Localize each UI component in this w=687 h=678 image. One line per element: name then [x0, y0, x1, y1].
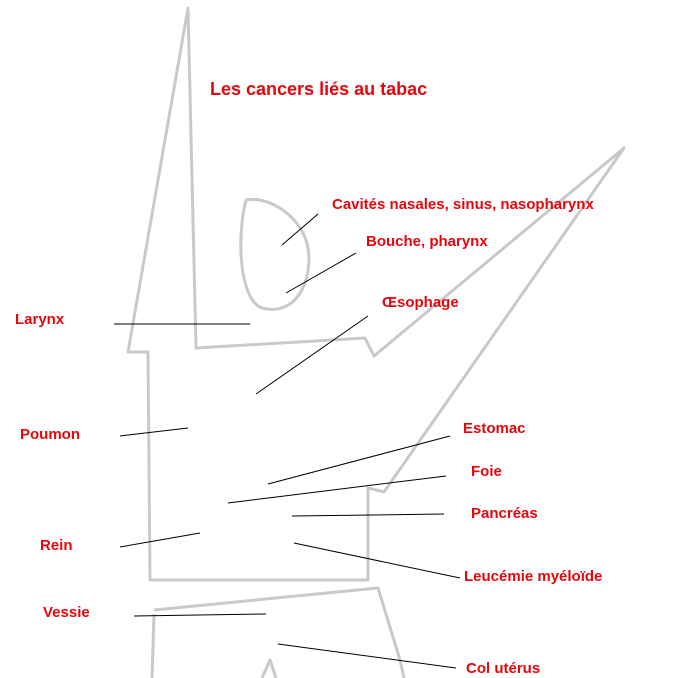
- leader-mouth: [286, 253, 356, 293]
- leader-leukemia: [294, 543, 460, 578]
- label-liver: Foie: [471, 463, 502, 481]
- label-esophagus: Œsophage: [382, 294, 459, 312]
- lower-body-outline: [154, 588, 404, 678]
- leader-esophagus: [256, 316, 368, 394]
- leader-lung: [120, 428, 188, 436]
- leader-liver: [228, 476, 446, 503]
- label-lung: Poumon: [20, 426, 80, 444]
- label-mouth-pharynx: Bouche, pharynx: [366, 233, 488, 251]
- label-leukemia: Leucémie myéloïde: [464, 568, 602, 586]
- leader-kidney: [120, 533, 200, 547]
- label-kidney: Rein: [40, 537, 73, 555]
- label-stomach: Estomac: [463, 420, 526, 438]
- leader-cervix: [278, 644, 456, 668]
- label-bladder: Vessie: [43, 604, 90, 622]
- label-larynx: Larynx: [15, 311, 64, 329]
- leg-left-outline: [152, 614, 154, 678]
- label-nasal-cavities: Cavités nasales, sinus, nasopharynx: [332, 196, 594, 214]
- eye-outline: [241, 199, 309, 309]
- diagram-title: Les cancers liés au tabac: [210, 78, 427, 100]
- label-cervix: Col utérus: [466, 660, 540, 678]
- leader-stomach: [268, 436, 450, 484]
- leg-right-outline: [262, 660, 276, 678]
- leader-nasal: [282, 214, 318, 245]
- label-pancreas: Pancréas: [471, 505, 538, 523]
